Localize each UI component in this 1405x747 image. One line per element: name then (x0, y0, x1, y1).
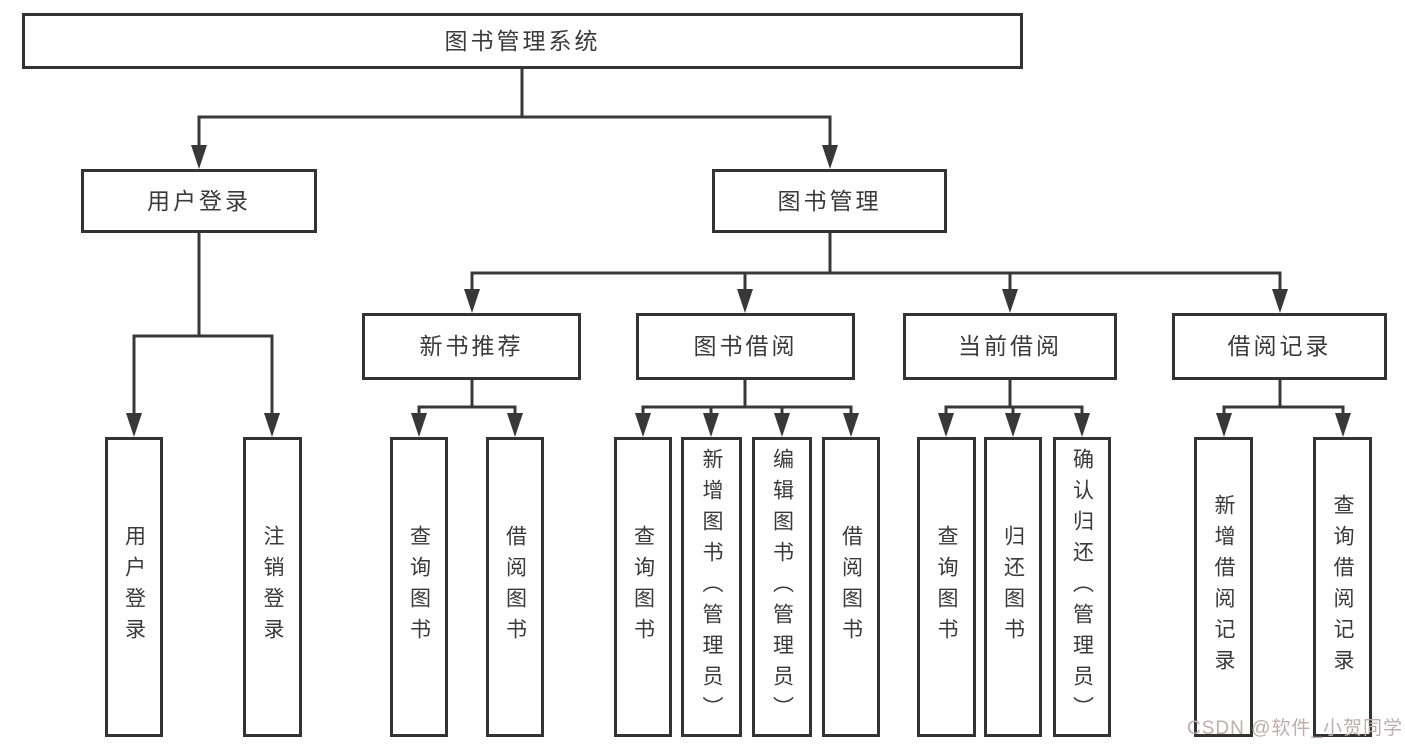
node-borrow-records-label: 借阅记录 (1227, 333, 1332, 359)
leaf-user-login: 用户登录 (105, 437, 163, 737)
leaf-edit-book-admin-label: 编辑图书（管理员） (770, 447, 794, 727)
leaf-add-book-admin-label: 新增图书（管理员） (700, 447, 723, 727)
node-current-borrow-label: 当前借阅 (958, 333, 1062, 359)
connector-current-borrow (938, 378, 1090, 437)
leaf-logout: 注销登录 (243, 437, 302, 737)
root-node-label: 图书管理系统 (444, 27, 601, 54)
leaf-query-books-recommend-label: 查询图书 (407, 525, 431, 649)
leaf-borrow-books-label: 借阅图书 (839, 525, 863, 649)
leaf-add-book-admin: 新增图书（管理员） (681, 437, 742, 737)
leaf-edit-book-admin: 编辑图书（管理员） (752, 437, 812, 737)
node-book-borrow-label: 图书借阅 (693, 333, 798, 359)
leaf-logout-label: 注销登录 (261, 525, 284, 649)
leaf-query-borrow-record: 查询借阅记录 (1313, 437, 1372, 737)
node-current-borrow: 当前借阅 (903, 313, 1117, 380)
leaf-query-books-current-label: 查询图书 (935, 525, 958, 649)
leaf-query-books-current: 查询图书 (917, 437, 976, 737)
node-user-login-label: 用户登录 (147, 187, 251, 214)
leaf-query-books-recommend: 查询图书 (390, 437, 448, 737)
node-new-book-recommend-label: 新书推荐 (419, 333, 524, 359)
leaf-query-books-borrow: 查询图书 (614, 437, 672, 737)
leaf-query-books-borrow-label: 查询图书 (631, 525, 655, 649)
node-borrow-records: 借阅记录 (1172, 313, 1387, 380)
leaf-add-borrow-record-label: 新增借阅记录 (1212, 494, 1235, 680)
connector-borrow-records (1216, 378, 1351, 437)
node-book-management: 图书管理 (712, 169, 947, 233)
node-new-book-recommend: 新书推荐 (362, 313, 581, 380)
leaf-borrow-books-recommend-label: 借阅图书 (503, 525, 527, 649)
leaf-query-borrow-record-label: 查询借阅记录 (1331, 494, 1354, 680)
connector-user-login (126, 230, 280, 437)
connector-book-management (464, 231, 1288, 313)
leaf-confirm-return-admin: 确认归还（管理员） (1053, 437, 1111, 737)
node-user-login: 用户登录 (81, 169, 317, 233)
watermark: CSDN @软件_小贺同学 (1187, 718, 1403, 739)
leaf-return-book-label: 归还图书 (1001, 525, 1025, 649)
leaf-return-book: 归还图书 (984, 437, 1042, 737)
leaf-confirm-return-admin-label: 确认归还（管理员） (1070, 447, 1094, 727)
leaf-user-login-label: 用户登录 (122, 525, 146, 649)
leaf-borrow-books: 借阅图书 (822, 437, 880, 737)
connector-book-borrow (635, 378, 859, 437)
node-book-borrow: 图书借阅 (636, 313, 855, 380)
root-node: 图书管理系统 (22, 13, 1023, 69)
node-book-management-label: 图书管理 (777, 187, 882, 214)
connector-new-book-recommend (411, 378, 523, 437)
connector-root (191, 67, 838, 169)
leaf-add-borrow-record: 新增借阅记录 (1194, 437, 1253, 737)
leaf-borrow-books-recommend: 借阅图书 (486, 437, 544, 737)
